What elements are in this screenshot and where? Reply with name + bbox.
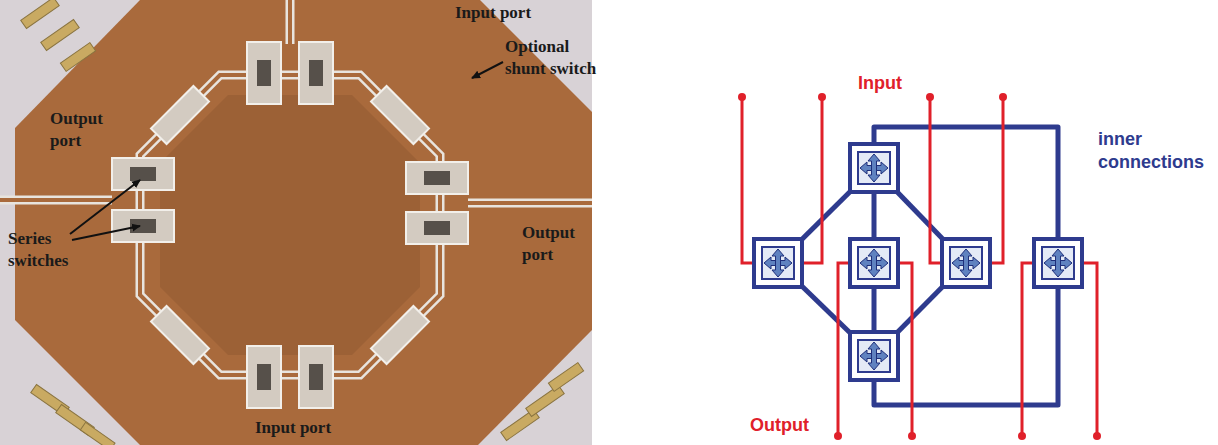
cpw-gap (140, 75, 440, 375)
feed-gap (288, 0, 292, 44)
bond-pad (60, 43, 95, 72)
bond-pad (548, 363, 583, 392)
feed-gap (468, 201, 592, 205)
bond-pad (80, 422, 115, 445)
connections-label: inner connections (1098, 128, 1210, 175)
leader-arrow (72, 226, 140, 240)
shunt-block (371, 86, 429, 144)
feed-line (468, 199, 592, 208)
bond-pad (41, 19, 80, 50)
chip-inner-area (160, 95, 420, 355)
switch-blocks (112, 42, 468, 408)
switch-block (247, 346, 281, 408)
switch-block (247, 42, 281, 104)
photo-ground (0, 0, 592, 445)
switch-block (406, 212, 468, 244)
switch-membrane (257, 60, 271, 86)
feed-lines (0, 0, 592, 203)
red-wire (1084, 263, 1097, 436)
io-dot (999, 93, 1007, 101)
shunt-block (371, 306, 429, 364)
switch-block (112, 210, 174, 242)
red-wire (804, 97, 822, 263)
leader-arrow (70, 180, 140, 234)
switch-symbol (850, 239, 898, 287)
switch-symbol (754, 239, 802, 287)
red-wire (742, 97, 752, 263)
output-label: Output (750, 414, 809, 437)
io-dot (834, 432, 842, 440)
shunt-block (151, 306, 209, 364)
feed-line (0, 196, 112, 205)
bond-pad (21, 0, 60, 29)
port-label: Output port (50, 108, 112, 152)
switch-membrane (257, 364, 271, 390)
switch-membrane (130, 167, 156, 181)
io-dots (738, 93, 1101, 440)
input-label: Input (858, 72, 902, 95)
io-dot (818, 93, 826, 101)
red-wire (992, 97, 1003, 263)
switch-symbol (942, 239, 990, 287)
shunt-block (151, 86, 209, 144)
switch-block (299, 42, 333, 104)
feed-line (286, 0, 295, 44)
switch-membrane (424, 171, 450, 185)
feed-gap (0, 198, 112, 202)
io-dot (1018, 432, 1026, 440)
io-lines (742, 97, 1097, 436)
switch-symbol (1034, 239, 1082, 287)
switch-membrane (309, 364, 323, 390)
io-dot (738, 93, 746, 101)
red-wire (838, 263, 848, 436)
switch-block (406, 162, 468, 194)
inner-connections (778, 127, 1058, 405)
switch-symbol (850, 332, 898, 380)
switch-block (299, 346, 333, 408)
bond-pad (526, 385, 565, 416)
red-wire (900, 263, 912, 436)
port-label: Output port (522, 222, 584, 266)
io-dot (1093, 432, 1101, 440)
switch-membrane (130, 219, 156, 233)
io-dot (908, 432, 916, 440)
port-label: Input port (455, 2, 531, 24)
switch-block (112, 158, 174, 190)
switch-symbol (850, 144, 898, 192)
red-wire (1022, 263, 1032, 436)
cpw-ring (140, 75, 440, 375)
switch-membrane (424, 221, 450, 235)
switch-label: Optional shunt switch (505, 36, 605, 80)
leader-arrow (472, 62, 503, 78)
red-wire (930, 97, 940, 263)
switch-label: Series switches (8, 228, 88, 272)
switch-membrane (309, 60, 323, 86)
port-label: Input port (255, 417, 331, 439)
bond-pads (21, 0, 584, 445)
io-dot (926, 93, 934, 101)
